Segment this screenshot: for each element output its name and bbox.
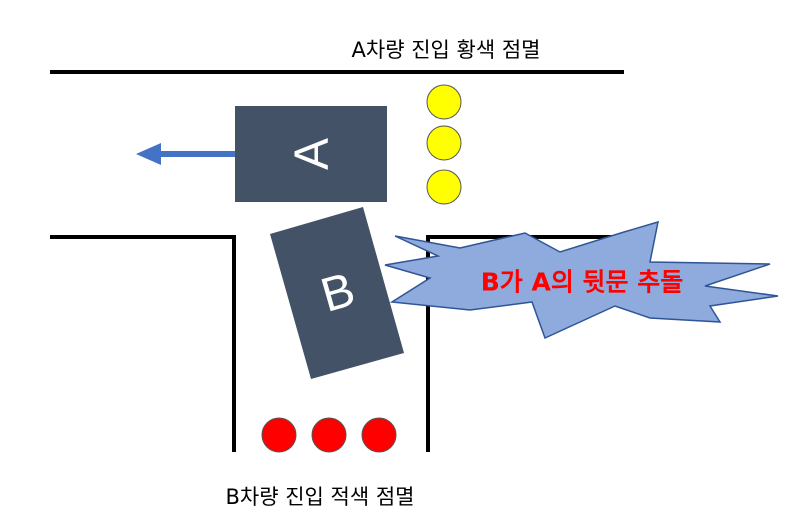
top-caption: A차량 진입 황색 점멸 (352, 38, 541, 62)
red-lamp-2 (311, 417, 347, 453)
vehicle-a: A (235, 106, 387, 202)
vehicle-a-direction-arrow (136, 143, 238, 165)
yellow-lamp-2 (426, 125, 462, 161)
vehicle-a-label: A (286, 138, 339, 170)
red-lamp-3 (361, 417, 397, 453)
road-lower-left-edge (50, 235, 236, 452)
red-lamp-1 (261, 417, 297, 453)
yellow-signal-lamps (426, 84, 462, 205)
vehicle-b: B (270, 207, 404, 379)
red-signal-lamps (261, 417, 397, 453)
yellow-lamp-1 (426, 84, 462, 120)
road-lower-right-edge (426, 235, 624, 452)
impact-description: B가 A의 뒷문 추돌 (481, 268, 684, 297)
road-lines (50, 70, 624, 452)
yellow-lamp-3 (426, 169, 462, 205)
collision-burst (384, 220, 779, 340)
bottom-caption: B차량 진입 적색 점멸 (226, 485, 415, 509)
